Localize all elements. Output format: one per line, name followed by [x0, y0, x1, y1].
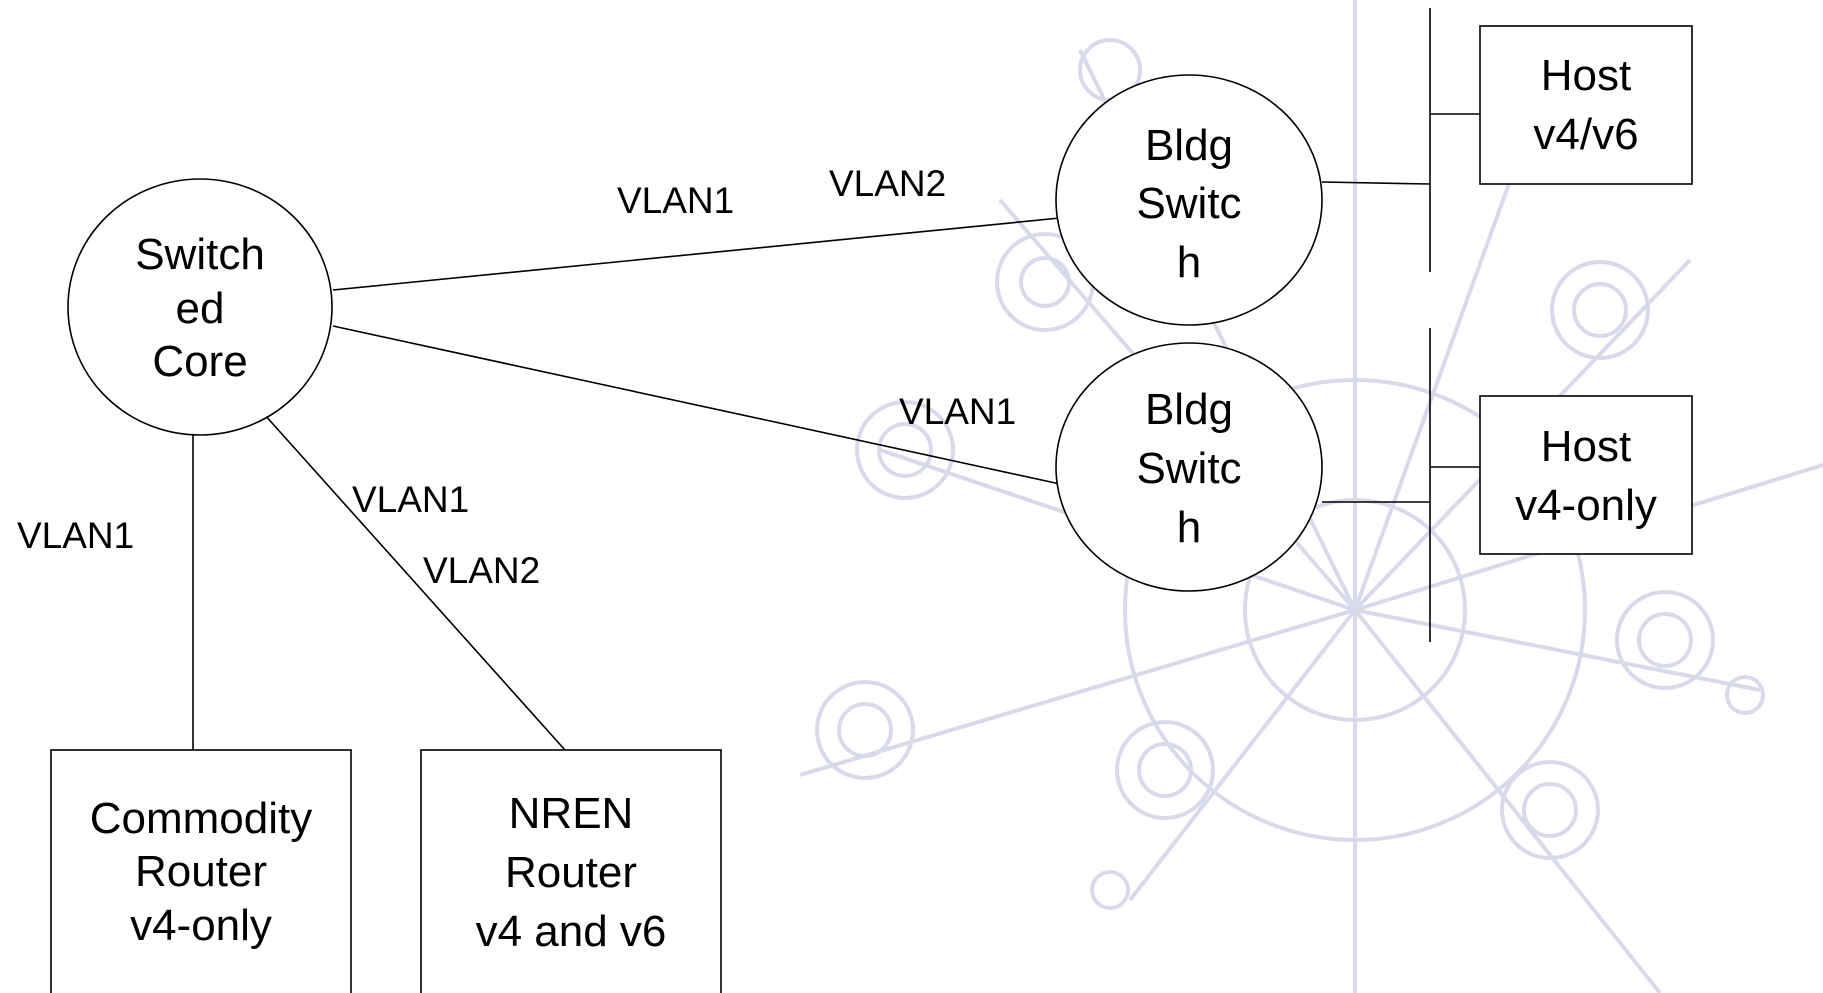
vlan-label-core-bldg-top-1: VLAN1 — [617, 180, 734, 221]
node-commodity-router: Commodity Router v4-only — [50, 749, 352, 993]
node-switched-core: Switch ed Core — [67, 178, 333, 436]
nren-label-line-2: Router — [505, 848, 637, 897]
vlan-label-core-bldg-bottom-1: VLAN1 — [899, 391, 1016, 432]
commodity-label-line-1: Commodity — [90, 794, 313, 843]
link-core-bldg-top — [332, 217, 1061, 291]
bldg-top-label-line-2: Switc — [1136, 179, 1241, 228]
link-bldg-top-bus — [1321, 181, 1431, 185]
host-bottom-label-line-1: Host — [1541, 422, 1631, 471]
core-label-line-2: ed — [176, 284, 225, 333]
node-nren-router: NREN Router v4 and v6 — [420, 749, 722, 993]
node-host-v4v6: Host v4/v6 — [1479, 25, 1693, 185]
commodity-label-line-3: v4-only — [130, 901, 272, 950]
node-bldg-switch-top: Bldg Switc h — [1055, 74, 1323, 326]
bldg-bottom-label-line-3: h — [1177, 503, 1201, 552]
bldg-bottom-label-line-2: Switc — [1136, 444, 1241, 493]
bldg-bottom-label-line-1: Bldg — [1145, 385, 1233, 434]
host-top-label-line-2: v4/v6 — [1533, 110, 1638, 159]
bldg-top-label-line-1: Bldg — [1145, 121, 1233, 170]
host-top-label-line-1: Host — [1541, 51, 1631, 100]
links — [192, 8, 1480, 751]
vlan-labels: VLAN1 VLAN2 VLAN1 VLAN1 VLAN1 VLAN2 — [17, 163, 1016, 591]
vlan-label-core-commodity-1: VLAN1 — [17, 515, 134, 556]
nren-label-line-1: NREN — [509, 789, 634, 838]
bldg-top-label-line-3: h — [1177, 238, 1201, 287]
commodity-label-line-2: Router — [135, 847, 267, 896]
vlan-label-core-bldg-top-2: VLAN2 — [829, 163, 946, 204]
vlan-label-core-nren-2: VLAN2 — [423, 550, 540, 591]
core-label-line-3: Core — [152, 337, 247, 386]
link-core-bldg-bottom — [332, 325, 1061, 485]
nren-label-line-3: v4 and v6 — [476, 907, 667, 956]
core-label-line-1: Switch — [135, 230, 265, 279]
node-host-v4-only: Host v4-only — [1479, 395, 1693, 555]
node-bldg-switch-bottom: Bldg Switc h — [1055, 342, 1323, 592]
link-core-nren — [263, 413, 566, 751]
host-bottom-label-line-2: v4-only — [1515, 481, 1657, 530]
vlan-label-core-nren-1: VLAN1 — [352, 479, 469, 520]
